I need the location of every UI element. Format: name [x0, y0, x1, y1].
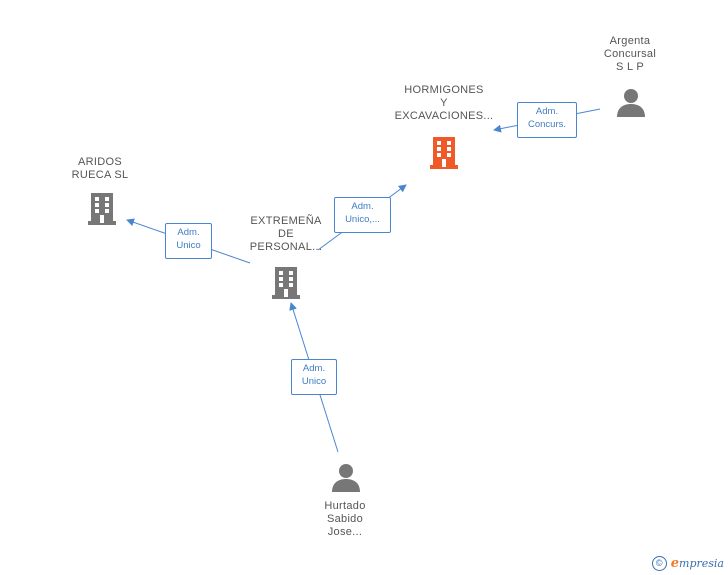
node-label-hormigones[interactable]: HORMIGONES Y EXCAVACIONES...: [394, 84, 494, 122]
edge-label-argenta-hormigones[interactable]: Adm. Concurs.: [517, 102, 577, 138]
brand-rest: mpresia: [679, 557, 724, 570]
node-label-aridos[interactable]: ARIDOS RUECA SL: [71, 156, 129, 181]
building-icon[interactable]: [270, 265, 302, 299]
node-label-extremena[interactable]: EXTREMEÑA DE PERSONAL...: [249, 215, 323, 253]
edge-label-extremena-aridos[interactable]: Adm. Unico: [165, 223, 212, 259]
node-label-argenta[interactable]: Argenta Concursal S L P: [603, 35, 657, 73]
building-icon[interactable]: [86, 191, 118, 225]
footer-brand: © empresia: [651, 556, 724, 571]
copyright-icon: ©: [651, 556, 667, 571]
person-icon[interactable]: [616, 88, 646, 118]
brand-initial: e: [670, 556, 680, 571]
person-icon[interactable]: [331, 463, 361, 493]
node-label-hurtado[interactable]: Hurtado Sabido Jose...: [324, 500, 366, 538]
edge-label-extremena-hormigones[interactable]: Adm. Unico,...: [334, 197, 391, 233]
building-icon[interactable]: [428, 135, 460, 169]
brand-logo[interactable]: empresia: [671, 556, 724, 571]
edge-label-hurtado-extremena[interactable]: Adm. Unico: [291, 359, 337, 395]
